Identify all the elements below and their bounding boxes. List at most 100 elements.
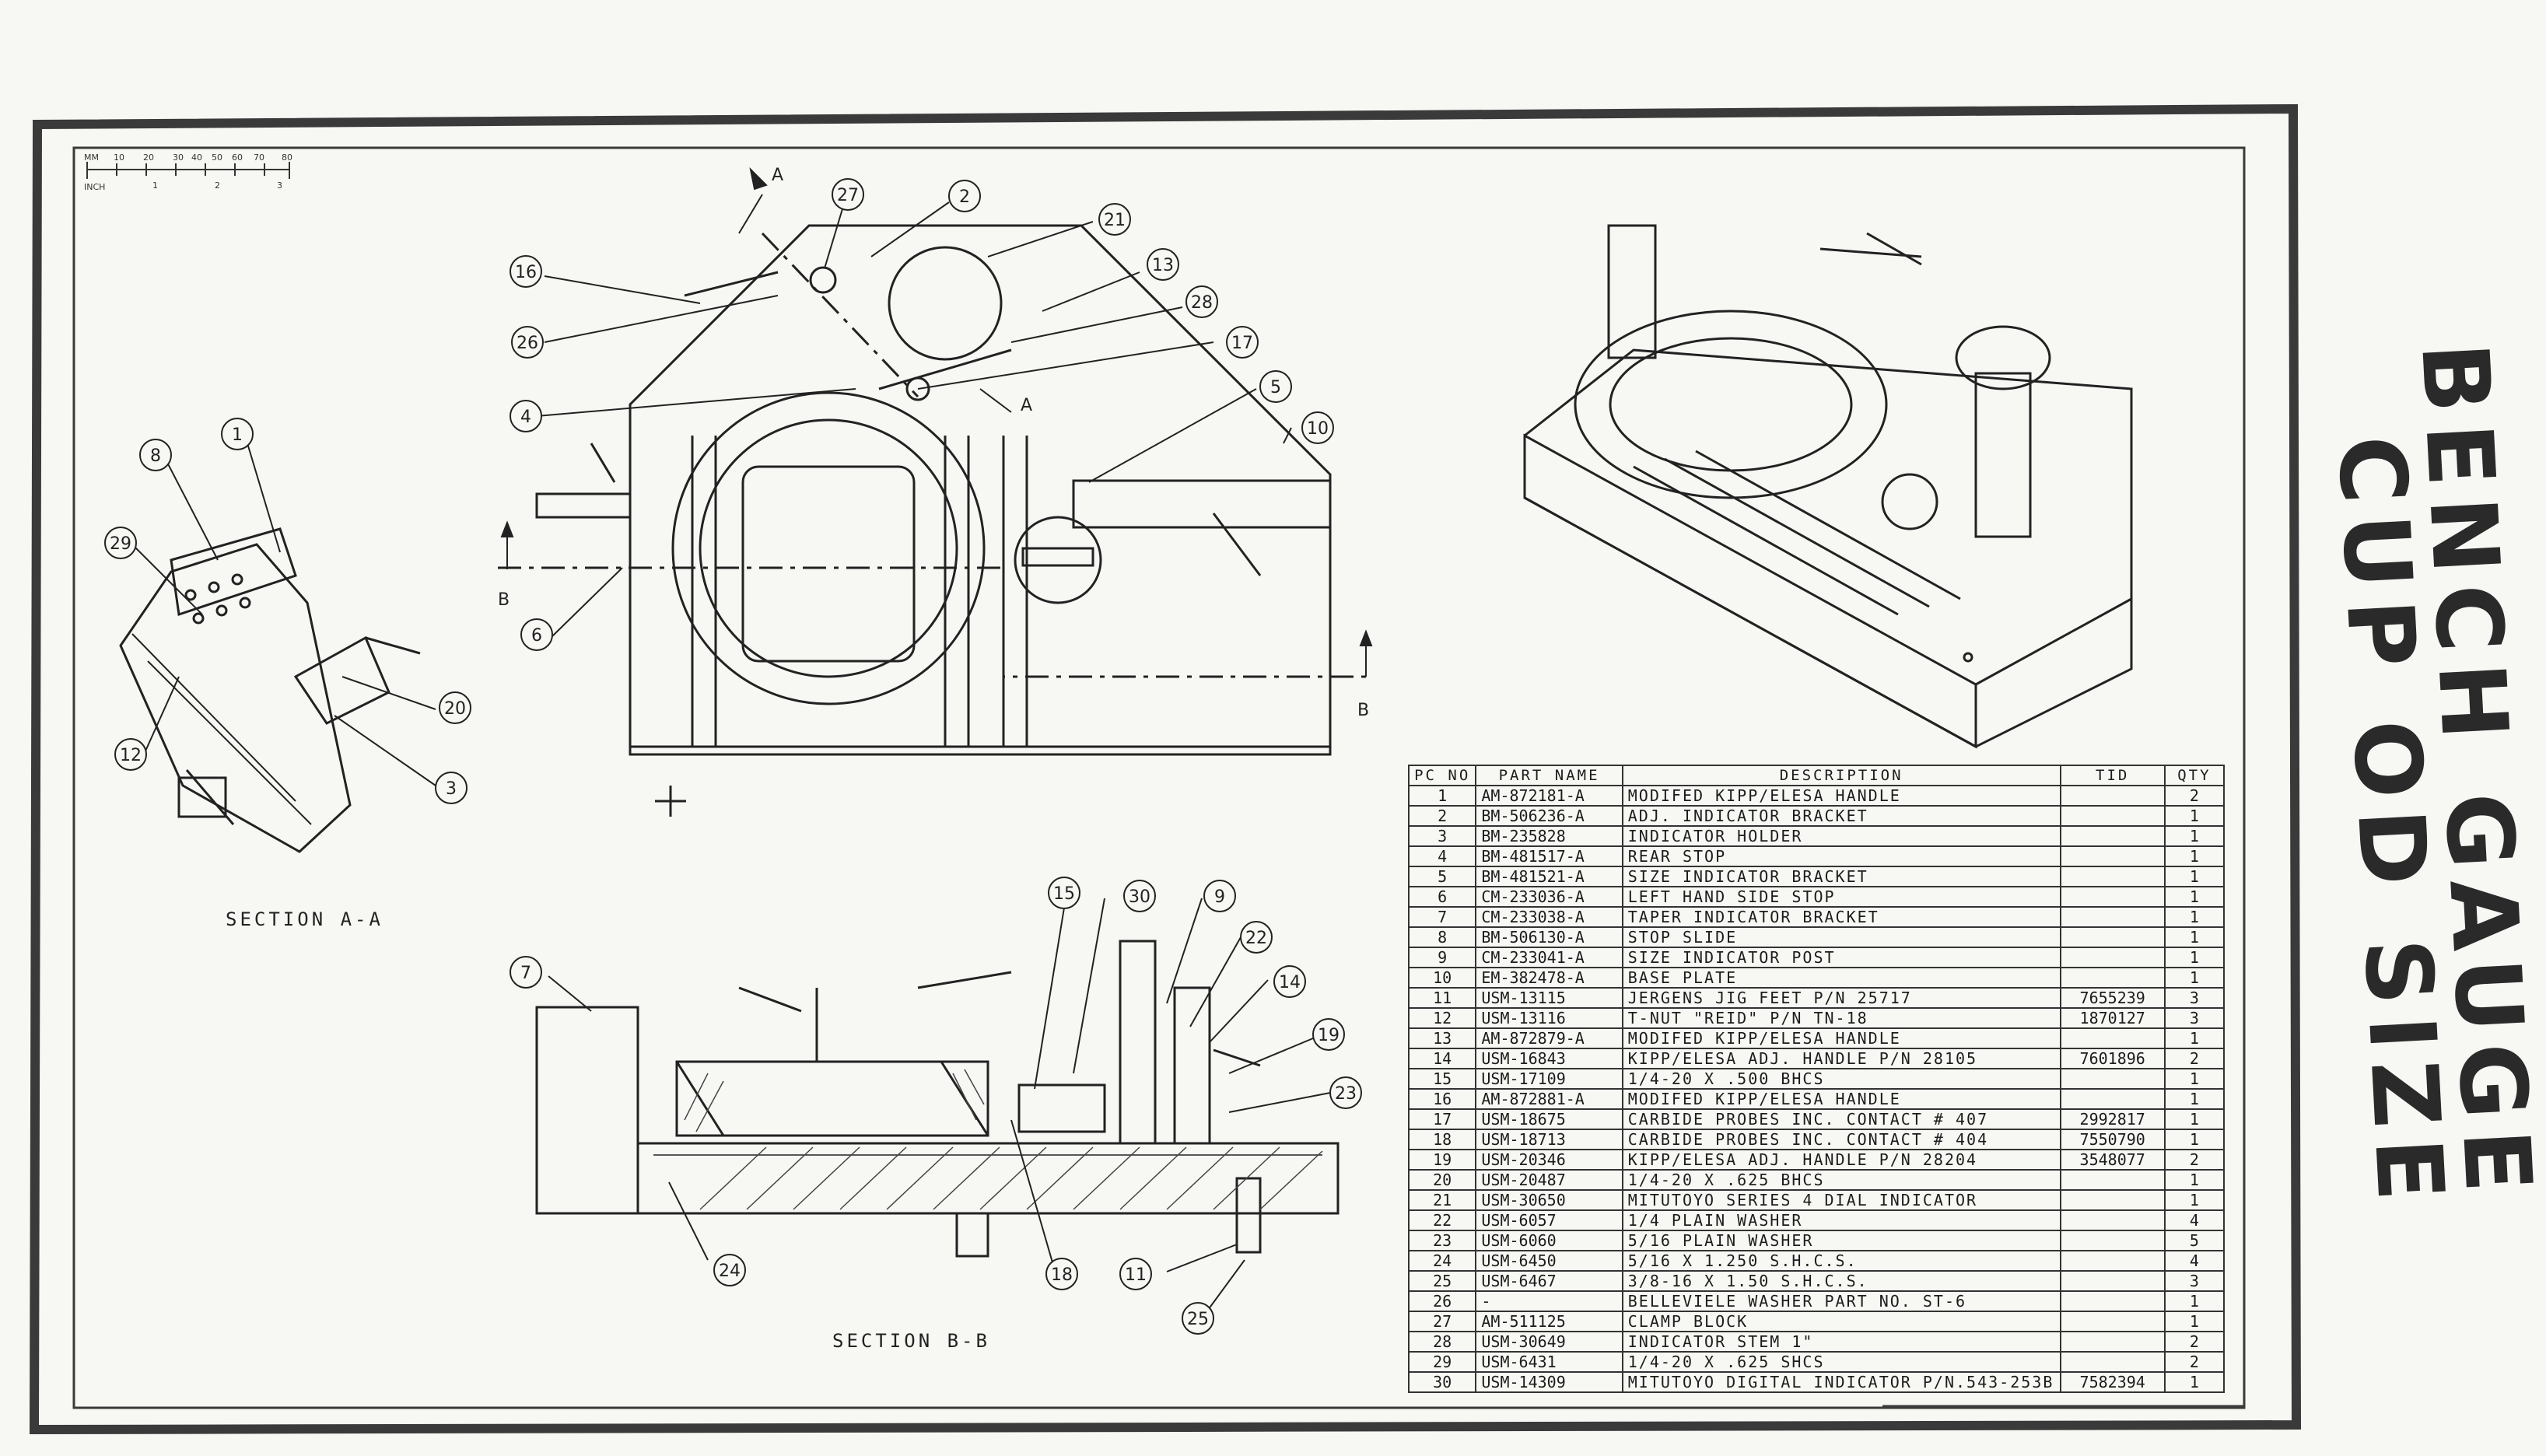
cell-pc-no: 19 <box>1407 1149 1477 1171</box>
cell-qty: 2 <box>2163 1351 2226 1373</box>
cell-pc-no: 22 <box>1407 1209 1477 1231</box>
balloon-4: 4 <box>520 408 531 427</box>
balloons <box>104 178 1362 1335</box>
balloon-24: 24 <box>719 1262 741 1281</box>
cell-qty: 2 <box>2163 1149 2226 1171</box>
cell-pc-no: 27 <box>1407 1311 1477 1332</box>
cell-description: T-NUT "REID" P/N TN-18 <box>1621 1007 2061 1029</box>
cell-description: LEFT HAND SIDE STOP <box>1621 886 2061 908</box>
balloon-17: 17 <box>1231 334 1253 353</box>
cell-tid <box>2059 886 2166 908</box>
balloon-29: 29 <box>110 534 131 554</box>
balloon-9: 9 <box>1214 887 1225 907</box>
balloon-11: 11 <box>1125 1265 1147 1285</box>
scale-bar <box>86 162 290 179</box>
cell-qty: 1 <box>2163 1129 2226 1150</box>
scale-tick-label: 20 <box>143 152 154 163</box>
balloon-leaders <box>131 201 1331 1319</box>
balloon-18: 18 <box>1051 1265 1073 1285</box>
cell-pc-no: 30 <box>1407 1371 1477 1393</box>
cell-pc-no: 24 <box>1407 1250 1477 1272</box>
balloon-22: 22 <box>1245 929 1267 948</box>
cell-tid <box>2059 1290 2166 1312</box>
cell-pc-no: 14 <box>1407 1048 1477 1069</box>
section-aa-label: SECTION A-A <box>226 908 383 930</box>
cell-pc-no: 23 <box>1407 1230 1477 1251</box>
cell-qty: 1 <box>2163 1169 2226 1191</box>
cell-description: STOP SLIDE <box>1621 926 2061 948</box>
balloon-21: 21 <box>1104 211 1126 230</box>
cell-part-name: BM-481521-A <box>1475 866 1623 887</box>
cell-part-name: USM-16843 <box>1475 1048 1623 1069</box>
scale-tick-label: 1 <box>152 180 158 191</box>
scale-tick-label: 40 <box>191 152 202 163</box>
cell-description: SIZE INDICATOR POST <box>1621 947 2061 968</box>
cut-mark-labels: A A B B <box>498 166 1369 720</box>
cell-part-name: USM-6467 <box>1475 1270 1623 1292</box>
cut-mark-a-bottom: A <box>1021 396 1032 415</box>
cell-part-name: USM-6450 <box>1475 1250 1623 1272</box>
balloon-25: 25 <box>1187 1310 1209 1329</box>
cell-pc-no: 3 <box>1407 825 1477 847</box>
cell-pc-no: 29 <box>1407 1351 1477 1373</box>
cell-qty: 1 <box>2163 1371 2226 1393</box>
cell-part-name: USM-30650 <box>1475 1189 1623 1211</box>
cell-qty: 2 <box>2163 1331 2226 1353</box>
cell-tid <box>2059 1189 2166 1211</box>
cell-description: 5/16 PLAIN WASHER <box>1621 1230 2061 1251</box>
cell-part-name: USM-20346 <box>1475 1149 1623 1171</box>
balloon-8: 8 <box>150 446 161 466</box>
cell-description: MODIFED KIPP/ELESA HANDLE <box>1621 1027 2061 1049</box>
cut-mark-arrows <box>500 166 1373 677</box>
cell-tid <box>2059 1331 2166 1353</box>
cell-pc-no: 26 <box>1407 1290 1477 1312</box>
cell-tid <box>2059 967 2166 989</box>
cell-part-name: CM-233036-A <box>1475 886 1623 908</box>
balloon-20: 20 <box>444 699 466 719</box>
cell-description: MODIFED KIPP/ELESA HANDLE <box>1621 1088 2061 1110</box>
cell-pc-no: 11 <box>1407 987 1477 1009</box>
top-view-drawing <box>498 224 1369 817</box>
balloon-30: 30 <box>1129 887 1150 907</box>
section-bb-drawing <box>535 940 1340 1258</box>
cell-tid: 7655239 <box>2059 987 2166 1009</box>
cell-pc-no: 16 <box>1407 1088 1477 1110</box>
scale-bar-labels: INCH MM 10 20 30 40 50 60 70 80 1 2 3 <box>84 152 292 192</box>
balloon-3: 3 <box>446 779 457 799</box>
cell-pc-no: 7 <box>1407 906 1477 928</box>
scale-tick-label: MM <box>84 152 99 163</box>
cell-part-name: AM-872881-A <box>1475 1088 1623 1110</box>
cell-tid <box>2059 1351 2166 1373</box>
cell-part-name: USM-6431 <box>1475 1351 1623 1373</box>
scale-tick-label: 70 <box>254 152 264 163</box>
balloon-6: 6 <box>531 626 542 646</box>
cell-qty: 1 <box>2163 947 2226 968</box>
cell-part-name: - <box>1475 1290 1623 1312</box>
cell-tid <box>2059 1027 2166 1049</box>
cell-qty: 1 <box>2163 1189 2226 1211</box>
cell-part-name: BM-235828 <box>1475 825 1623 847</box>
header-description: DESCRIPTION <box>1621 765 2061 786</box>
header-pc-no: PC NO <box>1407 765 1477 786</box>
scale-tick-label: 2 <box>215 180 220 191</box>
balloon-5: 5 <box>1270 378 1281 397</box>
scale-tick-label: 50 <box>212 152 222 163</box>
cell-part-name: USM-20487 <box>1475 1169 1623 1191</box>
balloon-16: 16 <box>515 263 537 282</box>
sheet-frame <box>29 103 2302 1435</box>
cell-tid <box>2059 825 2166 847</box>
parts-list-header-row: PC NO PART NAME DESCRIPTION TID QTY <box>1407 765 2226 786</box>
cell-description: CARBIDE PROBES INC. CONTACT # 404 <box>1621 1129 2061 1150</box>
